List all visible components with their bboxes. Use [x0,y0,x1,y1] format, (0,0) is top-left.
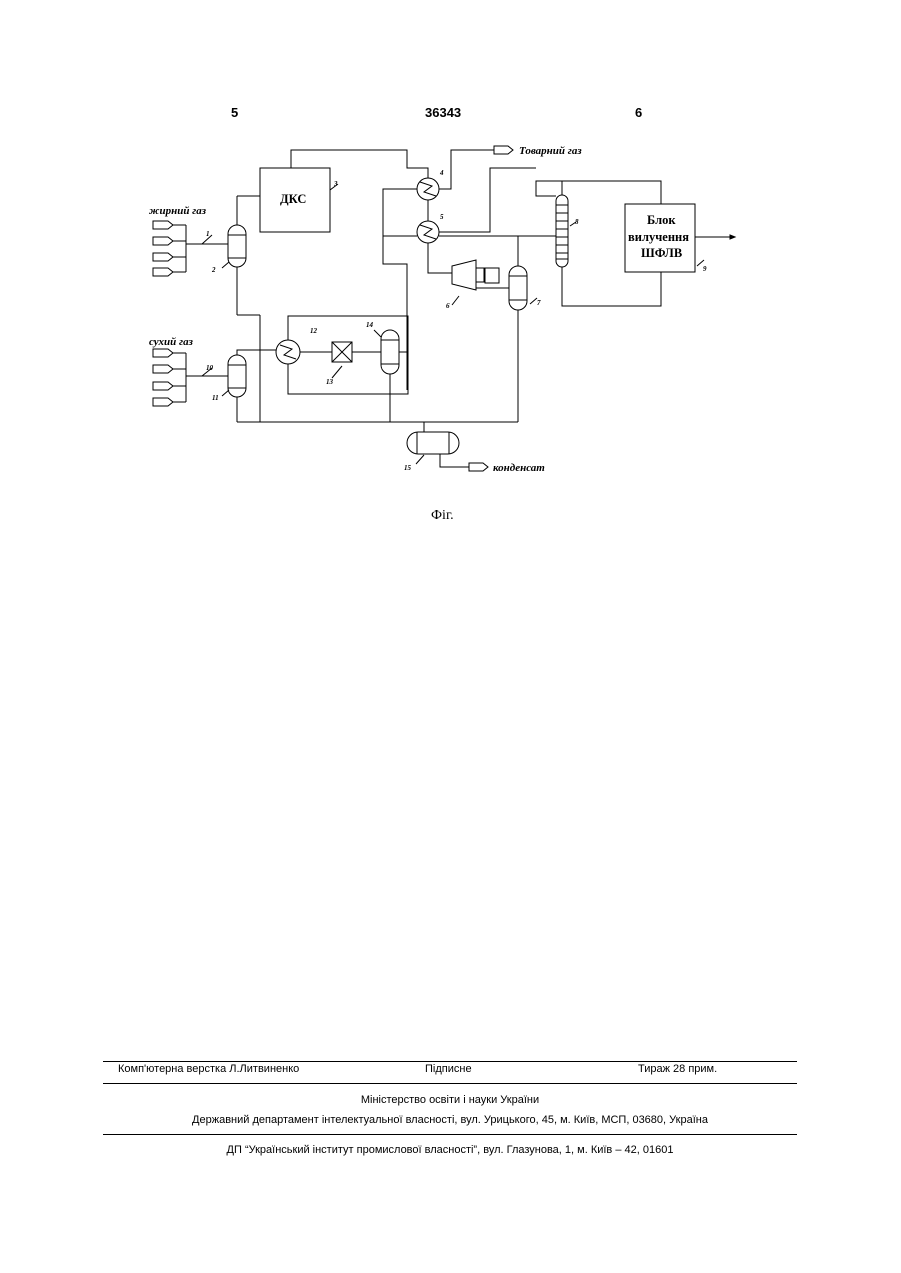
footer-signed: Підписне [425,1063,472,1075]
marker-1: 1 [206,230,210,238]
footer-rule-middle [103,1083,797,1084]
footer-ministry: Міністерство освіти і науки України [103,1094,797,1106]
compressor-station-label: ДКС [280,192,306,206]
marker-3: 3 [333,180,338,188]
marker-7: 7 [537,299,541,307]
separator-14 [381,330,399,374]
separator-11 [228,355,246,397]
separator-2 [228,225,246,267]
footer-layout-credit: Комп'ютерна верстка Л.Литвиненко [118,1063,299,1075]
footer-institute: ДП “Український інститут промислової вла… [103,1144,797,1156]
marker-14: 14 [366,321,374,329]
marker-8: 8 [575,218,579,226]
separator-7 [509,266,527,310]
figure-caption: Фіг. [431,508,454,524]
marker-15: 15 [404,464,412,472]
rich-gas-inlet-arrows [153,221,228,276]
footer-department: Державний департамент інтелектуальної вл… [103,1114,797,1126]
extraction-block-line1: Блок [647,213,676,227]
footer-rule-bottom [103,1134,797,1135]
distillation-column-8 [556,195,568,267]
extraction-block-line2: вилучення [628,230,689,244]
turbo-expander-6 [452,260,476,290]
marker-9: 9 [703,265,707,273]
marker-13: 13 [326,378,334,386]
rich-gas-label: жирний газ [149,205,207,217]
marker-2: 2 [211,266,216,274]
commercial-gas-label: Товарний газ [519,145,582,157]
marker-12: 12 [310,327,318,335]
marker-10: 10 [206,364,214,372]
footer-rule-top [103,1061,797,1062]
footer-circulation: Тираж 28 прим. [638,1063,717,1075]
marker-11: 11 [212,394,219,402]
condensate-label: конденсат [493,462,545,474]
marker-5: 5 [440,213,444,221]
extraction-block-line3: ШФЛВ [641,246,682,260]
expander-generator [485,268,499,283]
marker-6: 6 [446,302,450,310]
dry-gas-label: сухий газ [149,336,194,348]
condensate-collector-15 [407,432,459,454]
marker-4: 4 [439,169,444,177]
process-flow-diagram: жирний газ 1 2 ДКС 3 4 5 Товарний газ 6 [0,0,901,520]
